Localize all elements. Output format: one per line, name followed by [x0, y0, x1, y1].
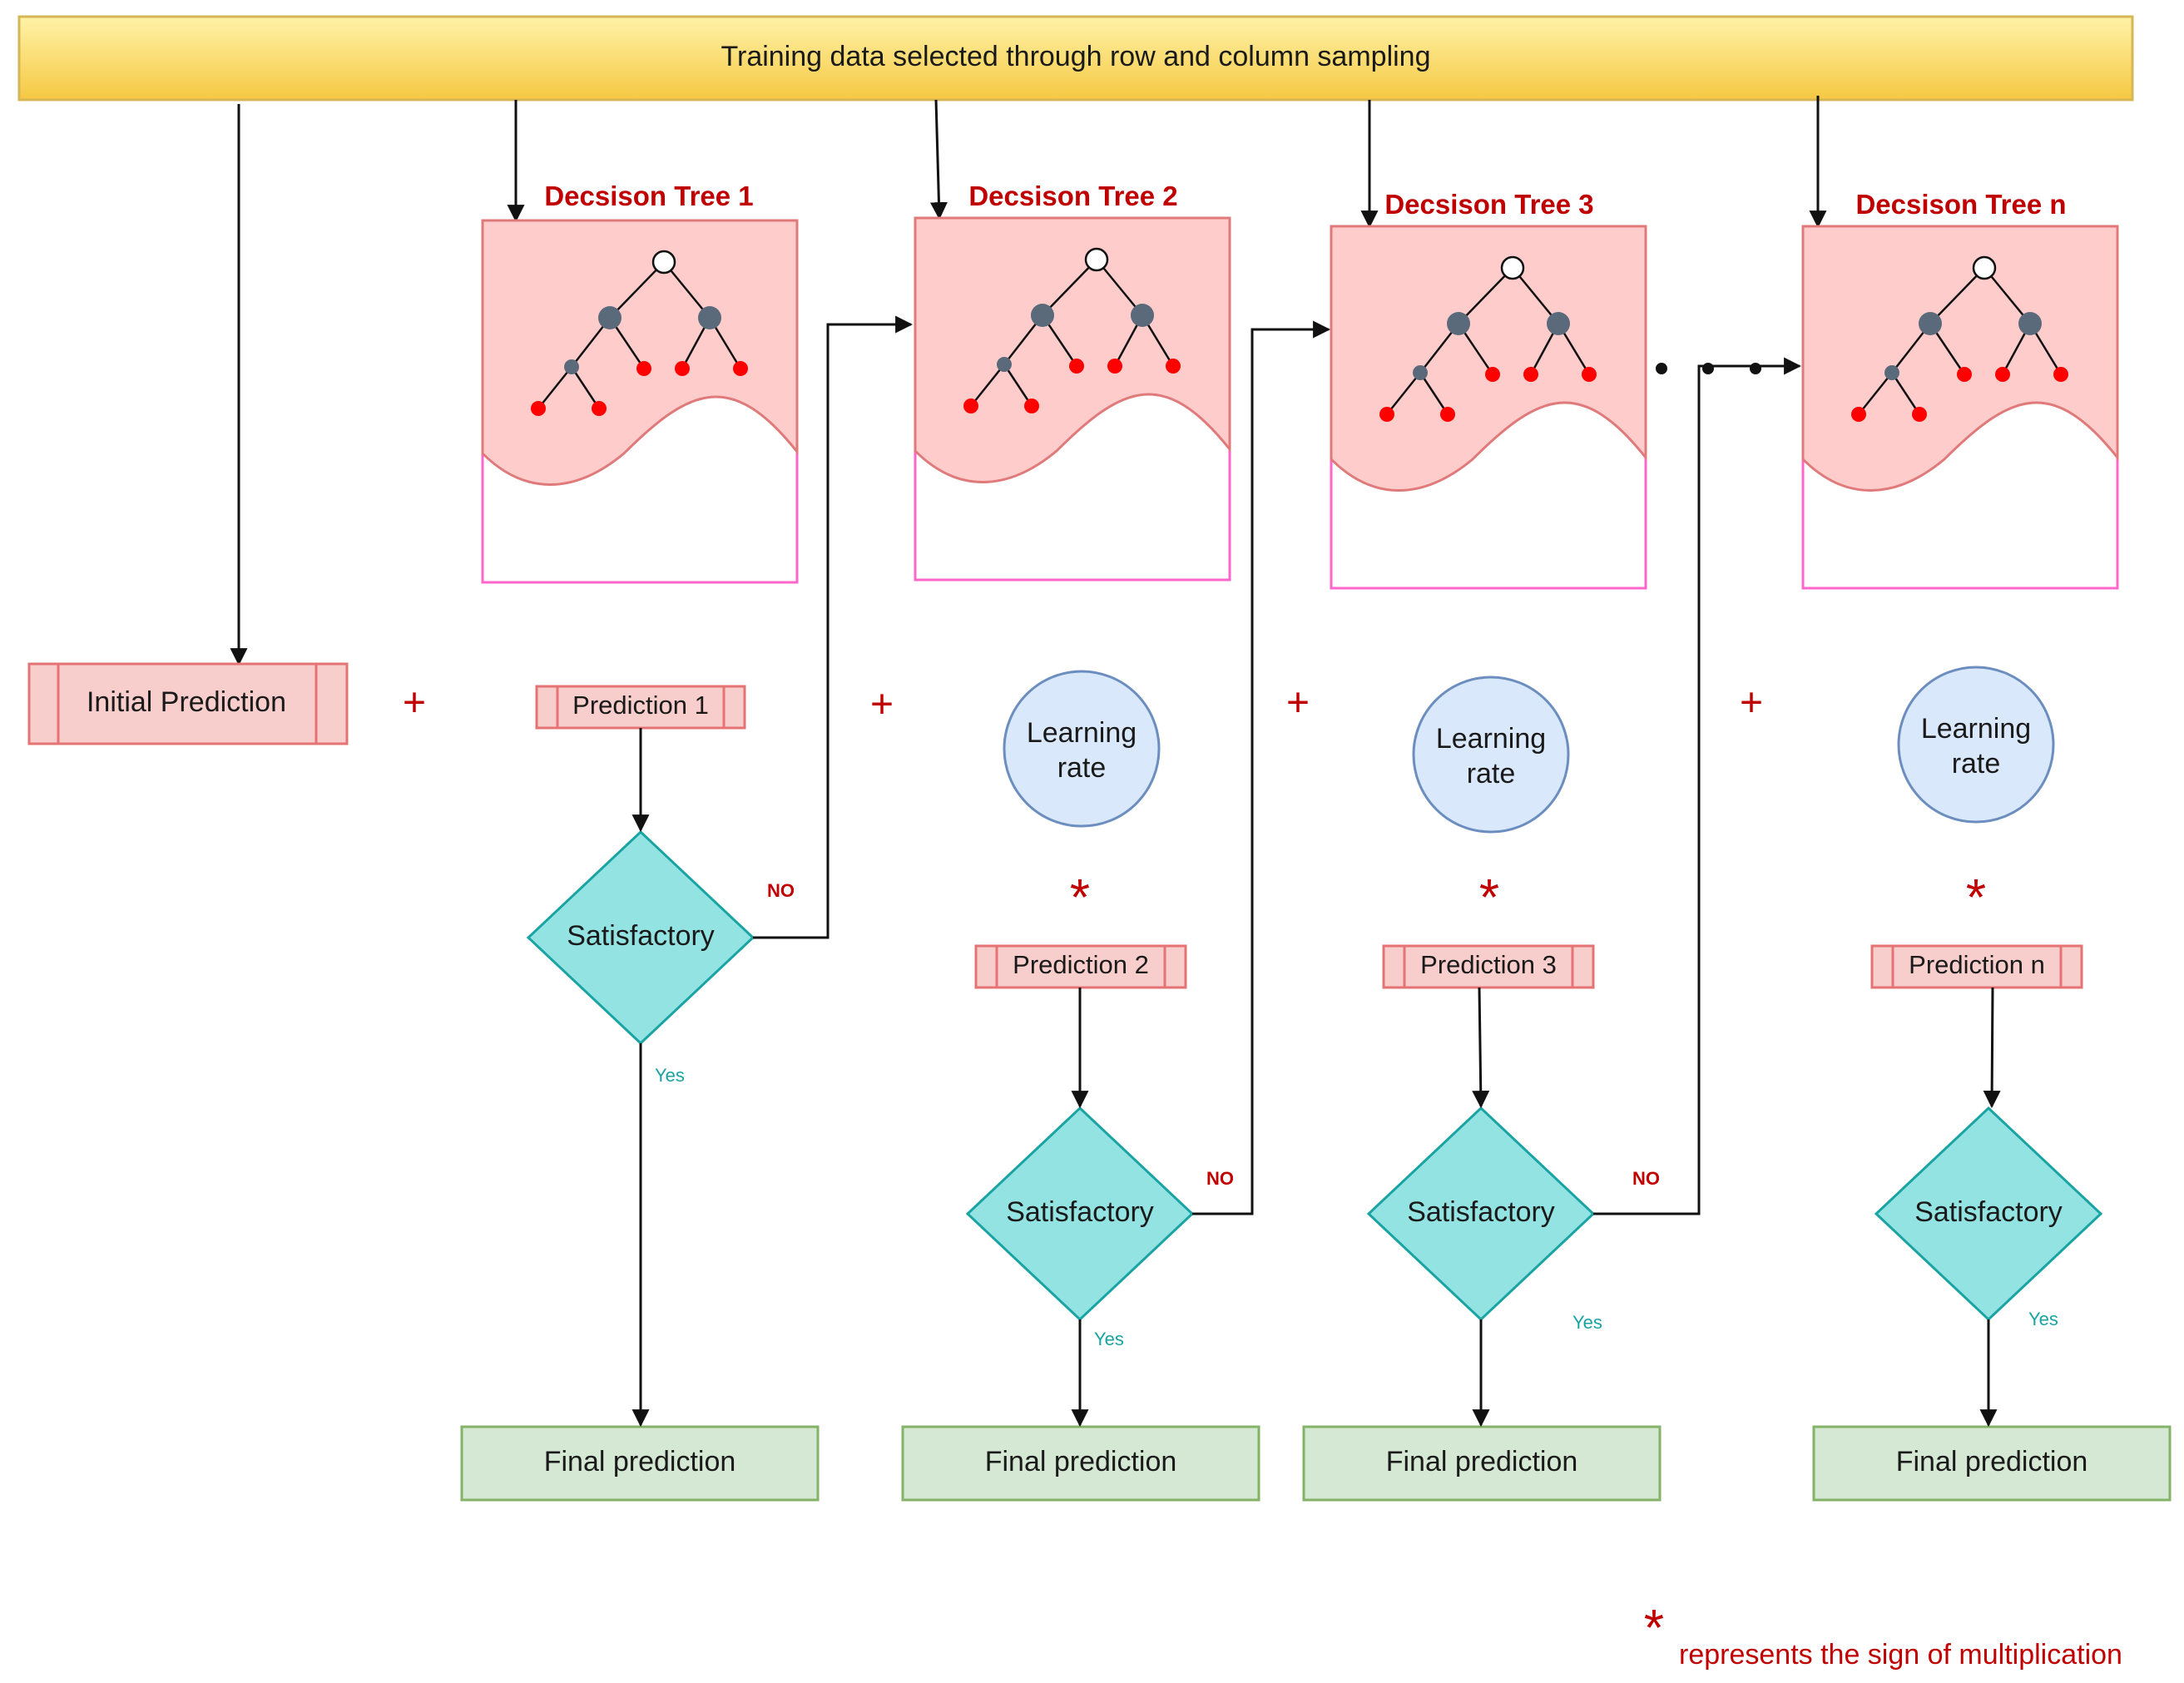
tree-card-wave	[1801, 225, 2119, 492]
multiply-sign-n: *	[1966, 869, 1986, 927]
no-label-3: NO	[1632, 1168, 1660, 1189]
plus-sign-4: +	[1740, 681, 1763, 725]
initial-prediction-box: Initial Prediction	[27, 662, 349, 745]
tree-icon	[1379, 255, 1597, 422]
final-prediction-2: Final prediction	[901, 1425, 1260, 1502]
tree-icon	[531, 250, 748, 416]
legend-symbol: *	[1644, 1600, 1664, 1657]
plus-sign-1: +	[403, 681, 426, 725]
flow-connectors	[631, 315, 2001, 1428]
decision-label: Satisfactory	[1006, 1196, 1154, 1228]
prediction-label: Prediction 3	[1420, 950, 1557, 979]
banner-text: Training data selected through row and c…	[721, 41, 1430, 72]
tree-card-wave	[481, 219, 799, 486]
final-prediction-label: Final prediction	[1386, 1446, 1578, 1478]
legend-text: represents the sign of multiplication	[1679, 1639, 2122, 1671]
prediction-box-3: Prediction 3	[1382, 944, 1595, 989]
decision-tree-card-2: Decsison Tree 2	[914, 181, 1231, 582]
satisfactory-decision-2: Satisfactory	[965, 1106, 1195, 1322]
decision-label: Satisfactory	[567, 920, 715, 952]
tree-icon	[963, 247, 1181, 413]
decision-tree-card-3: Decsison Tree 3	[1330, 189, 1647, 590]
satisfactory-decision-3: Satisfactory	[1366, 1106, 1596, 1322]
multiply-sign-2: *	[1070, 869, 1090, 927]
arrow-no-2-to-tree-3	[1192, 320, 1331, 1215]
no-label-2: NO	[1206, 1168, 1234, 1189]
yes-label-2: Yes	[1094, 1329, 1124, 1349]
satisfactory-decision-n: Satisfactory	[1874, 1106, 2103, 1322]
decision-tree-card-n: Decsison Tree n	[1801, 189, 2119, 590]
final-prediction-n: Final prediction	[1812, 1425, 2172, 1502]
arrow-prediction-n-to-decision	[1983, 987, 2001, 1109]
tree-card-wave	[914, 216, 1231, 483]
multiplication-legend: * represents the sign of multiplication	[1644, 1600, 2122, 1671]
tree-title: Decsison Tree n	[1855, 189, 2066, 220]
prediction-label: Prediction 2	[1013, 950, 1149, 979]
arrow-banner-to-tree-2	[929, 99, 948, 220]
decision-label: Satisfactory	[1914, 1196, 2063, 1228]
yes-label-3: Yes	[1572, 1312, 1602, 1333]
arrow-prediction-3-to-decision	[1472, 987, 1490, 1109]
prediction-box-1: Prediction 1	[535, 685, 746, 730]
initial-prediction-label: Initial Prediction	[87, 686, 286, 718]
arrow-no-3-to-tree-n	[1593, 357, 1802, 1215]
yes-label-1: Yes	[655, 1065, 685, 1086]
prediction-label: Prediction 1	[572, 691, 709, 720]
final-prediction-label: Final prediction	[1896, 1446, 2088, 1478]
decision-label: Satisfactory	[1407, 1196, 1555, 1228]
no-label-1: NO	[767, 880, 795, 901]
tree-title: Decsison Tree 1	[544, 181, 753, 211]
training-data-banner: Training data selected through row and c…	[17, 15, 2134, 101]
ellipsis-dots	[1656, 363, 1761, 374]
multiply-sign-3: *	[1479, 869, 1499, 927]
banner-connectors	[230, 96, 1827, 666]
yes-label-n: Yes	[2028, 1309, 2058, 1329]
tree-card-wave	[1330, 225, 1647, 492]
plus-sign-2: +	[870, 683, 894, 727]
prediction-box-2: Prediction 2	[974, 944, 1187, 989]
satisfactory-decision-1: Satisfactory	[526, 829, 755, 1046]
final-prediction-label: Final prediction	[985, 1446, 1177, 1478]
tree-title: Decsison Tree 3	[1384, 189, 1593, 220]
tree-title: Decsison Tree 2	[968, 181, 1177, 211]
arrow-no-1-to-tree-2	[753, 315, 914, 939]
prediction-label: Prediction n	[1909, 950, 2045, 979]
tree-icon	[1851, 255, 2068, 422]
prediction-box-n: Prediction n	[1870, 944, 2083, 989]
plus-sign-3: +	[1286, 681, 1310, 725]
final-prediction-label: Final prediction	[544, 1446, 736, 1478]
final-prediction-1: Final prediction	[460, 1425, 820, 1502]
final-prediction-3: Final prediction	[1302, 1425, 1662, 1502]
decision-tree-card-1: Decsison Tree 1	[481, 181, 799, 584]
